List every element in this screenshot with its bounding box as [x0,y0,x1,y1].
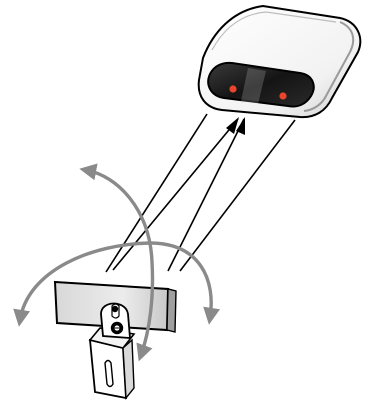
bracket-screw-upper [112,306,118,312]
sensor-indicator-right [279,92,286,99]
beam-arrowheads [226,117,245,135]
bracket-slot [105,361,113,387]
beam-line-1 [106,114,207,272]
plate-side [167,289,176,332]
beam-lines [106,114,295,272]
sensor-housing-icon [199,6,361,117]
beam-line-2 [180,120,295,271]
sensor-indicator-left [229,85,236,92]
